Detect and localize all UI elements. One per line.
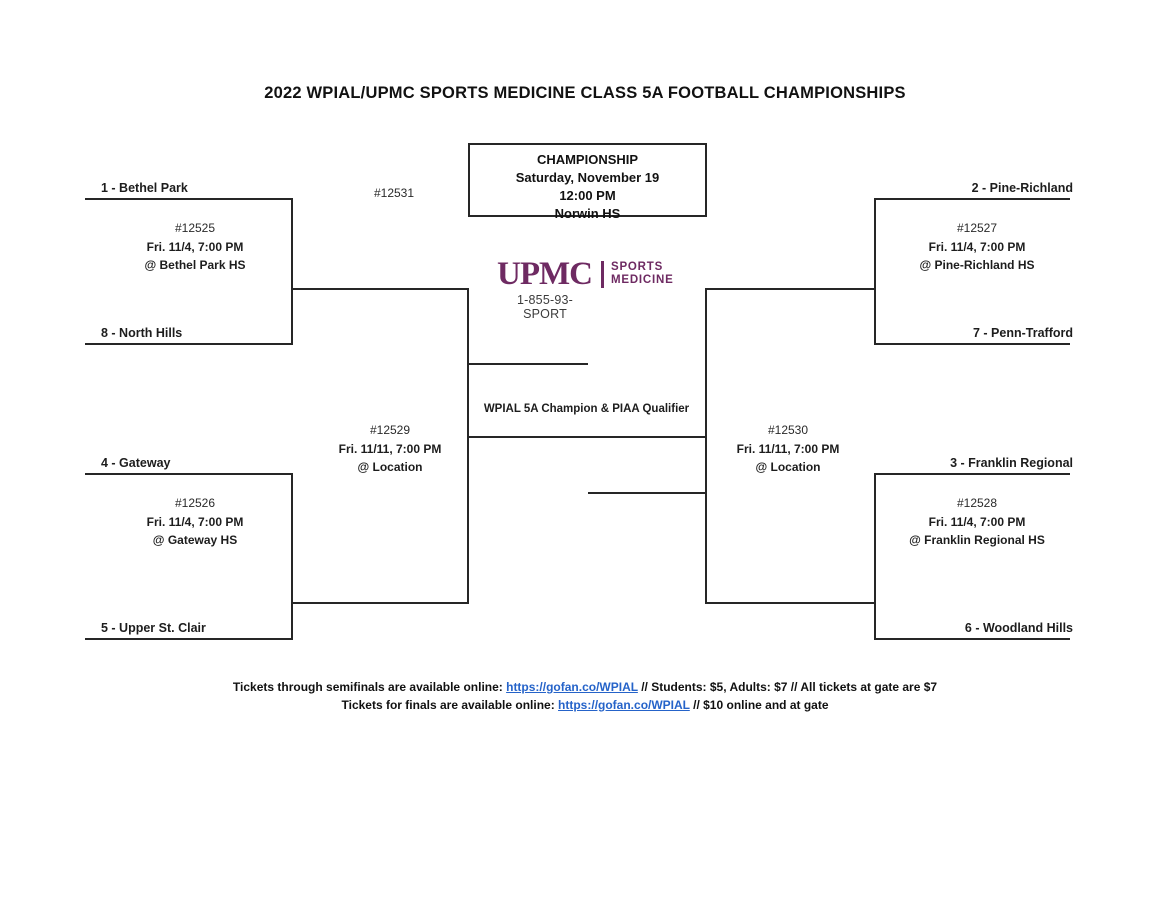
championship-time: 12:00 PM (559, 188, 616, 203)
game-datetime: Fri. 11/4, 7:00 PM (928, 514, 1026, 529)
championship-date: Saturday, November 19 (515, 170, 660, 185)
bracket-line-qf2-right (291, 473, 293, 640)
bracket-line-qf1-top (85, 198, 293, 200)
bracket-line-qf1-right (291, 198, 293, 345)
bracket-line-qf2-winner (293, 602, 469, 604)
game-location: @ Location (755, 460, 821, 474)
game-info-qf2: #12526 Fri. 11/4, 7:00 PM @ Gateway HS (95, 494, 295, 550)
game-location: @ Pine-Richland HS (919, 258, 1035, 272)
bracket-line-left-finalist (469, 363, 588, 365)
seed-label-pine-richland: 2 - Pine-Richland (971, 181, 1073, 195)
game-number: #12525 (174, 221, 216, 235)
upmc-logo: UPMC SPORTS MEDICINE 1-855-93-SPORT (497, 256, 674, 322)
seed-label-bethel-park: 1 - Bethel Park (101, 181, 188, 195)
bracket-line-qf4-winner (707, 602, 875, 604)
seed-label-gateway: 4 - Gateway (101, 456, 171, 470)
game-datetime: Fri. 11/4, 7:00 PM (928, 239, 1026, 254)
game-info-qf4: #12528 Fri. 11/4, 7:00 PM @ Franklin Reg… (877, 494, 1077, 550)
seed-label-north-hills: 8 - North Hills (101, 326, 183, 340)
game-number: #12529 (369, 423, 411, 437)
game-location: @ Gateway HS (152, 533, 238, 547)
bracket-line-qf3-top (875, 198, 1070, 200)
game-info-qf1: #12525 Fri. 11/4, 7:00 PM @ Bethel Park … (95, 219, 295, 275)
ticket-text: Tickets for finals are available online: (341, 698, 559, 712)
ticket-text: // $10 online and at gate (689, 698, 829, 712)
bracket-line-qf2-top (85, 473, 293, 475)
bracket-line-qf4-left (874, 473, 876, 640)
gofan-link[interactable]: https://gofan.co/WPIAL (558, 698, 690, 712)
game-number: #12530 (767, 423, 809, 437)
game-location: @ Bethel Park HS (144, 258, 246, 272)
game-location: @ Location (357, 460, 423, 474)
bracket-line-qf2-bottom (85, 638, 293, 640)
bracket-line-right-finalist (588, 492, 705, 494)
ticket-info-semifinals: Tickets through semifinals are available… (0, 680, 1170, 694)
game-datetime: Fri. 11/4, 7:00 PM (146, 239, 244, 254)
bracket-line-left-semifinal-vertical (467, 288, 469, 604)
game-info-semifinal-left: #12529 Fri. 11/11, 7:00 PM @ Location (290, 421, 490, 477)
game-number: #12526 (174, 496, 216, 510)
page-title: 2022 WPIAL/UPMC SPORTS MEDICINE CLASS 5A… (264, 84, 906, 102)
upmc-logo-divider-icon (600, 260, 604, 288)
game-info-semifinal-right: #12530 Fri. 11/11, 7:00 PM @ Location (688, 421, 888, 477)
bracket-line-qf3-left (874, 198, 876, 345)
championship-game-number: #12531 (373, 186, 415, 200)
championship-venue: Norwin HS (554, 206, 621, 221)
game-number: #12528 (956, 496, 998, 510)
champion-line-label: WPIAL 5A Champion & PIAA Qualifier (483, 403, 690, 415)
championship-label: CHAMPIONSHIP (536, 152, 639, 167)
game-datetime: Fri. 11/4, 7:00 PM (146, 514, 244, 529)
bracket-line-qf3-bottom (875, 343, 1070, 345)
bracket-line-qf3-winner (707, 288, 875, 290)
upmc-wordmark: UPMC (497, 256, 593, 292)
bracket-line-champion (469, 436, 705, 438)
ticket-text: Tickets through semifinals are available… (232, 680, 507, 694)
bracket-line-qf1-winner (293, 288, 469, 290)
bracket-line-right-semifinal-vertical (705, 288, 707, 604)
seed-label-woodland-hills: 6 - Woodland Hills (964, 621, 1073, 635)
game-number: #12527 (956, 221, 998, 235)
game-datetime: Fri. 11/11, 7:00 PM (736, 441, 840, 456)
upmc-division-line2: MEDICINE (610, 274, 674, 286)
bracket-line-qf4-bottom (875, 638, 1070, 640)
upmc-phone-number: 1-855-93-SPORT (517, 293, 573, 321)
upmc-division-line1: SPORTS (610, 261, 664, 273)
ticket-info-finals: Tickets for finals are available online:… (0, 698, 1170, 712)
ticket-text: // Students: $5, Adults: $7 // All ticke… (637, 680, 938, 694)
seed-label-franklin-regional: 3 - Franklin Regional (950, 456, 1073, 470)
bracket-line-qf4-top (875, 473, 1070, 475)
game-location: @ Franklin Regional HS (909, 533, 1045, 547)
seed-label-upper-st-clair: 5 - Upper St. Clair (101, 621, 206, 635)
seed-label-penn-trafford: 7 - Penn-Trafford (972, 326, 1073, 340)
gofan-link[interactable]: https://gofan.co/WPIAL (506, 680, 638, 694)
game-info-qf3: #12527 Fri. 11/4, 7:00 PM @ Pine-Richlan… (877, 219, 1077, 275)
game-datetime: Fri. 11/11, 7:00 PM (338, 441, 442, 456)
championship-box: CHAMPIONSHIP Saturday, November 19 12:00… (468, 143, 707, 221)
bracket-line-qf1-bottom (85, 343, 293, 345)
